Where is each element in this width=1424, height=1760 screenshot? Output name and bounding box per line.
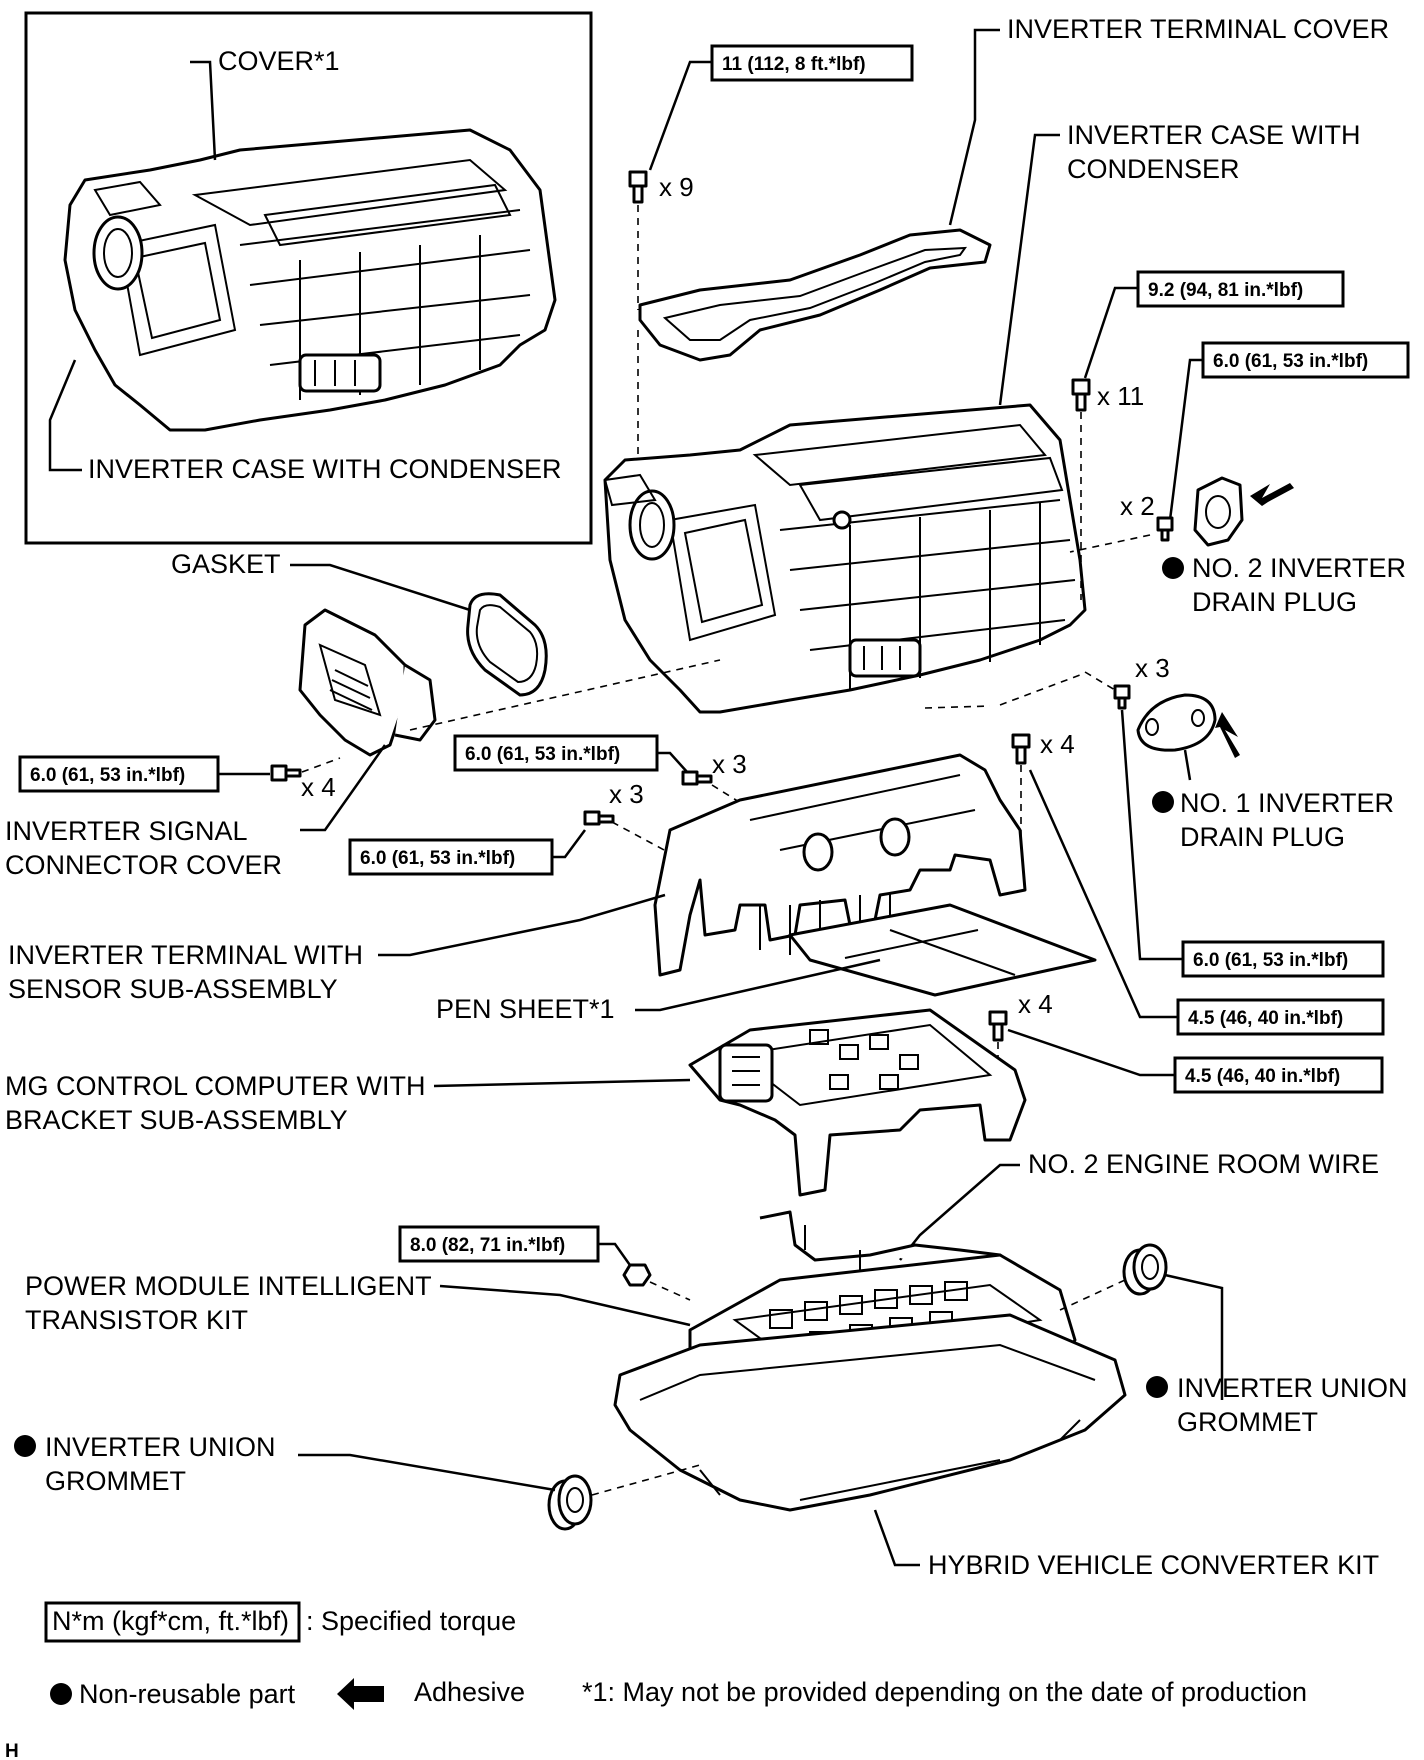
non-reusable-mark-icon (50, 1683, 72, 1705)
inverter-terminal-sensor-illustration (653, 753, 1027, 977)
torque-box-cover (710, 44, 914, 82)
inset-case-label: INVERTER CASE WITH CONDENSER (88, 454, 562, 484)
adhesive-arrow-icon (1215, 712, 1240, 758)
pen-sheet-label: PEN SHEET*1 (436, 994, 615, 1024)
non-reusable-mark-icon (1146, 1376, 1168, 1398)
pen-sheet-illustration (788, 903, 1097, 997)
bolt-icon (1156, 516, 1174, 542)
bolt-icon (1071, 378, 1091, 412)
grommet-left-illustration (547, 1474, 593, 1531)
torque-computer: 4.5 (46, 40 in.*lbf) (1185, 1066, 1340, 1087)
torque-box-case (1136, 270, 1345, 308)
multiplier-signal-cover: x 4 (301, 772, 336, 802)
legend-torque-box (44, 1601, 301, 1643)
torque-no1-plug: 6.0 (61, 53 in.*lbf) (1193, 950, 1348, 971)
non-reusable-mark-icon (1162, 557, 1184, 579)
bolt-icon (1113, 684, 1131, 710)
inset-frame (24, 11, 593, 545)
torque-no2-plug: 6.0 (61, 53 in.*lbf) (1213, 351, 1368, 372)
bolt-icon (681, 770, 713, 786)
engine-room-wire-label: NO. 2 ENGINE ROOM WIRE (1028, 1149, 1379, 1179)
legend-footnote: *1: May not be provided depending on the… (582, 1677, 1307, 1707)
no2-drain-plug-label-1: NO. 2 INVERTER (1192, 553, 1406, 583)
multiplier-terminal-right: x 4 (1040, 729, 1075, 759)
torque-box-terminal-right (1176, 998, 1385, 1036)
adhesive-arrow-icon (337, 1678, 384, 1710)
multiplier-no1-plug: x 3 (1135, 653, 1170, 683)
no1-drain-plug-label-2: DRAIN PLUG (1180, 822, 1345, 852)
grommet-left-label-1: INVERTER UNION (45, 1432, 276, 1462)
converter-kit-label: HYBRID VEHICLE CONVERTER KIT (928, 1550, 1379, 1580)
terminal-sensor-label-1: INVERTER TERMINAL WITH (8, 940, 363, 970)
corner-mark: H (5, 1741, 19, 1760)
power-module-label-2: TRANSISTOR KIT (25, 1305, 248, 1335)
inverter-case-label-2: CONDENSER (1067, 154, 1240, 184)
multiplier-no2-plug: x 2 (1120, 491, 1155, 521)
torque-cover: 11 (112, 8 ft.*lbf) (722, 54, 866, 75)
bolt-icon (988, 1010, 1008, 1042)
gasket-label: GASKET (171, 549, 281, 579)
torque-signal-cover: 6.0 (61, 53 in.*lbf) (30, 765, 185, 786)
legend-adhesive: Adhesive (414, 1677, 525, 1707)
legend-torque-description: : Specified torque (306, 1606, 516, 1636)
non-reusable-mark-icon (14, 1435, 36, 1457)
adhesive-arrow-icon (1250, 483, 1294, 506)
bolt-icon (1011, 733, 1031, 765)
signal-connector-cover-label-1: INVERTER SIGNAL (5, 816, 248, 846)
grommet-left-label-2: GROMMET (45, 1466, 186, 1496)
no1-drain-plug-label-1: NO. 1 INVERTER (1180, 788, 1394, 818)
bolt-icon (270, 764, 302, 782)
grommet-right-label-1: INVERTER UNION (1177, 1373, 1408, 1403)
multiplier-terminal-lower: x 3 (609, 779, 644, 809)
torque-terminal-lower: 6.0 (61, 53 in.*lbf) (360, 848, 515, 869)
inverter-case-illustration (603, 403, 1087, 714)
multiplier-case: x 11 (1097, 381, 1144, 411)
torque-case: 9.2 (94, 81 in.*lbf) (1148, 280, 1303, 301)
torque-terminal-right: 4.5 (46, 40 in.*lbf) (1188, 1008, 1343, 1029)
power-module-label-1: POWER MODULE INTELLIGENT (25, 1271, 432, 1301)
torque-power-module: 8.0 (82, 71 in.*lbf) (410, 1235, 565, 1256)
grommet-right-label-2: GROMMET (1177, 1407, 1318, 1437)
multiplier-cover: x 9 (659, 172, 694, 202)
grommet-right-illustration (1122, 1243, 1168, 1296)
inverter-terminal-cover-illustration (638, 228, 992, 362)
legend-torque-units: N*m (kgf*cm, ft.*lbf) (52, 1606, 289, 1636)
converter-kit-illustration (613, 1313, 1127, 1512)
gasket-illustration (466, 592, 548, 697)
mg-control-computer-illustration (688, 1008, 1027, 1197)
inverter-case-label-1: INVERTER CASE WITH (1067, 120, 1361, 150)
terminal-sensor-label-2: SENSOR SUB-ASSEMBLY (8, 974, 338, 1004)
signal-connector-cover-label-2: CONNECTOR COVER (5, 850, 282, 880)
torque-box-no2-plug (1201, 341, 1410, 379)
bolt-icon (583, 810, 615, 826)
mg-computer-label-1: MG CONTROL COMPUTER WITH (5, 1071, 425, 1101)
multiplier-terminal-upper: x 3 (712, 749, 747, 779)
legend-non-reusable: Non-reusable part (79, 1679, 296, 1709)
no1-drain-plug-illustration (1136, 693, 1217, 752)
multiplier-computer: x 4 (1018, 989, 1053, 1019)
torque-terminal-upper: 6.0 (61, 53 in.*lbf) (465, 744, 620, 765)
nut-icon (622, 1263, 652, 1287)
mg-computer-label-2: BRACKET SUB-ASSEMBLY (5, 1105, 348, 1135)
no2-drain-plug-illustration (1193, 476, 1244, 547)
bolt-icon (628, 170, 648, 204)
no2-drain-plug-label-2: DRAIN PLUG (1192, 587, 1357, 617)
signal-connector-cover-illustration (298, 608, 437, 757)
inverter-terminal-cover-label: INVERTER TERMINAL COVER (1007, 14, 1389, 44)
inset-cover-label: COVER*1 (218, 46, 340, 76)
inset-inverter-case-illustration (63, 128, 557, 432)
non-reusable-mark-icon (1152, 791, 1174, 813)
torque-box-terminal-upper (453, 734, 659, 772)
